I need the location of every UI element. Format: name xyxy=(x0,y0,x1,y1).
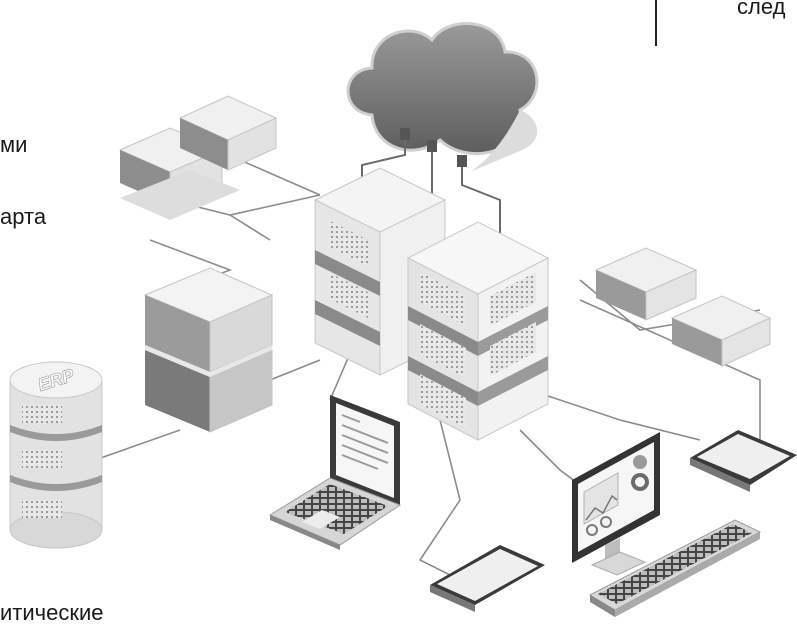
monitor-icon xyxy=(572,432,660,576)
erp-database-icon: ERP xyxy=(9,361,103,549)
divider-rule xyxy=(655,0,657,46)
laptop-icon xyxy=(268,395,402,550)
text-fragment-bottom-left: итические xyxy=(0,600,104,625)
switch-box-2 xyxy=(178,95,278,171)
storage-unit xyxy=(143,267,274,433)
cloud-icon xyxy=(346,22,539,172)
tablet-right-icon xyxy=(690,430,797,492)
server-rack-front xyxy=(406,221,550,441)
text-fragment-left-1: ми xyxy=(0,132,28,157)
tablet-bottom-icon xyxy=(430,545,545,612)
text-fragment-top-right: след xyxy=(737,0,786,19)
keyboard-icon xyxy=(588,519,762,617)
text-fragment-left-2: арта xyxy=(0,204,47,229)
switch-box-4 xyxy=(670,295,772,367)
switch-box-1 xyxy=(118,127,240,220)
switch-box-3 xyxy=(594,247,698,321)
